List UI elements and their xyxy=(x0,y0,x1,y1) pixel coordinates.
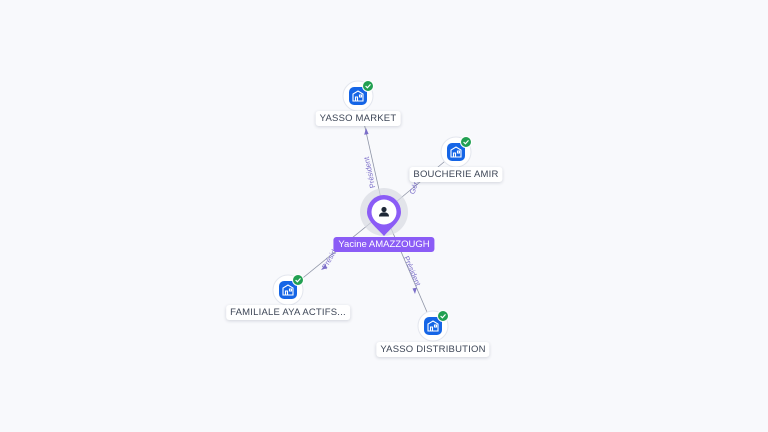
center-node[interactable] xyxy=(360,188,408,236)
center-person-label[interactable]: Yacine AMAZZOUGH xyxy=(333,237,435,252)
edge-label-yasso-distribution: Président xyxy=(402,255,423,289)
arrow-familiale-aya xyxy=(321,264,328,270)
company-label-boucherie-amir[interactable]: BOUCHERIE AMIR xyxy=(409,167,503,182)
company-node-familiale-aya[interactable] xyxy=(272,274,304,306)
company-label-yasso-distribution[interactable]: YASSO DISTRIBUTION xyxy=(376,342,490,357)
building-icon xyxy=(427,320,439,332)
building-icon xyxy=(282,284,294,296)
person-icon xyxy=(379,206,389,217)
check-badge-icon xyxy=(460,136,472,148)
check-badge-icon xyxy=(292,274,304,286)
building-icon xyxy=(352,90,364,102)
check-badge-icon xyxy=(362,80,374,92)
building-icon xyxy=(450,146,462,158)
company-node-boucherie-amir[interactable] xyxy=(440,136,472,168)
company-node-yasso-distribution[interactable] xyxy=(417,310,449,342)
company-label-familiale-aya[interactable]: FAMILIALE AYA ACTIFS... xyxy=(226,305,350,320)
arrow-yasso-distribution xyxy=(412,287,417,294)
company-label-yasso-market[interactable]: YASSO MARKET xyxy=(315,111,401,126)
check-badge-icon xyxy=(437,310,449,322)
company-node-yasso-market[interactable] xyxy=(342,80,374,112)
arrow-yasso-market xyxy=(364,128,369,135)
